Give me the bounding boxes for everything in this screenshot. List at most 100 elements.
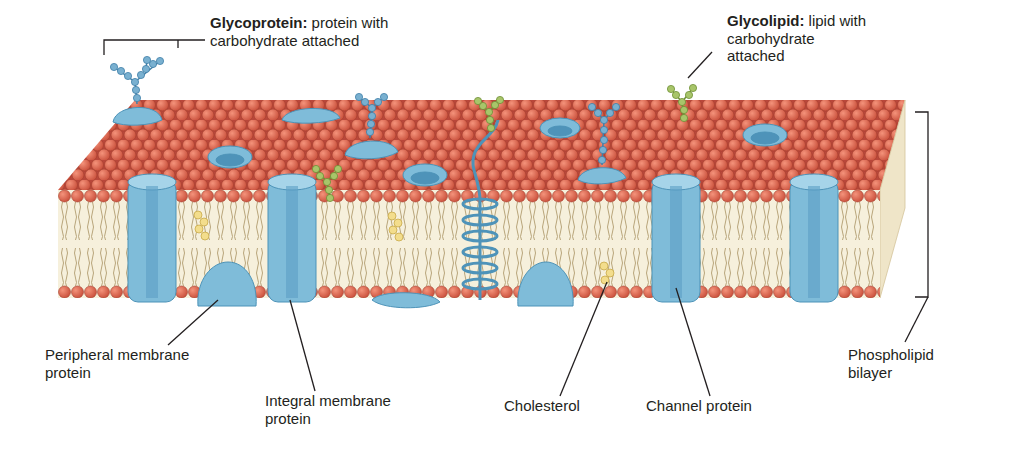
leader-line: [676, 288, 710, 396]
carbohydrate-chain: [599, 146, 606, 153]
glycolipid-chain: [678, 98, 685, 105]
glycolipid-chain: [485, 108, 492, 115]
bilayer-bracket: [915, 112, 928, 297]
carbohydrate-chain: [380, 93, 387, 100]
carbohydrate-chain: [355, 93, 362, 100]
channel-protein-shape: [128, 180, 176, 302]
surface-protein: [743, 124, 787, 146]
peripheral-protein-shape: [372, 293, 440, 308]
helix-protein: [463, 215, 497, 225]
glycolipid-chain: [325, 186, 332, 193]
peripheral-protein-shape: [198, 262, 256, 306]
callout-group: Cholesterol: [504, 397, 624, 415]
glycolipid-chain: [330, 172, 337, 179]
leader-line: [688, 52, 712, 78]
carbohydrate-chain: [137, 71, 144, 78]
glycolipid-chain: [312, 84, 696, 201]
cholesterol-molecule: [606, 269, 614, 277]
surface-protein: [540, 118, 580, 138]
callout-term: Glycolipid:: [727, 12, 805, 29]
cholesterol-molecule: [601, 276, 609, 284]
bilayer-front-face: [58, 190, 880, 298]
helix-protein: [463, 263, 497, 273]
glycolipid-chain: [474, 97, 481, 104]
cholesterol-molecule: [194, 211, 202, 219]
glycolipid-chain: [312, 84, 696, 201]
cholesterol-molecule: [394, 219, 402, 227]
carbohydrate-chain: [366, 128, 373, 135]
helix-protein: [463, 120, 498, 300]
bilayer-side-face: [880, 100, 905, 298]
cholesterol-molecule: [194, 211, 614, 284]
glycolipid-chain: [672, 91, 679, 98]
helix-protein: [463, 247, 497, 257]
carbohydrate-chain: [110, 56, 619, 163]
carbohydrate-chain: [600, 126, 607, 133]
carbohydrate-chain: [367, 120, 374, 127]
channel-protein-shape: [652, 180, 700, 302]
helix-protein: [463, 231, 497, 241]
carbohydrate-chain: [132, 86, 139, 93]
glycolipid-chain: [334, 165, 341, 172]
carbohydrate-chain: [594, 109, 601, 116]
helix-protein: [473, 120, 498, 198]
cholesterol-molecule: [200, 218, 208, 226]
surface-protein: [578, 168, 626, 184]
carbohydrate-chain: [133, 94, 140, 101]
cholesterol-molecule: [600, 262, 608, 270]
helix-protein: [463, 199, 497, 209]
callout-group: Integral membrane protein: [265, 392, 440, 427]
callout-group: Channel protein: [646, 397, 786, 415]
cholesterol-molecule: [195, 225, 203, 233]
channel-protein-shape: [286, 186, 298, 298]
callout-label: Phospholipid bilayer: [848, 346, 934, 381]
carbohydrate-chain: [110, 56, 619, 165]
carbohydrate-chain: [117, 67, 124, 74]
carbohydrate-chain: [374, 98, 381, 105]
cholesterol-molecule: [395, 233, 403, 241]
callout-group: Glycoprotein:protein with carbohydrate a…: [210, 14, 432, 49]
glycolipid-chain: [685, 91, 692, 98]
carbohydrate-chain: [156, 57, 163, 64]
cholesterol-molecule: [201, 232, 209, 240]
peripheral-protein-shape: [198, 262, 573, 308]
glycolipid-chain: [486, 116, 493, 123]
glycolipid-chain: [496, 96, 503, 103]
surface-protein: [751, 132, 779, 144]
callout-label: Cholesterol: [504, 397, 580, 414]
leader-line: [560, 282, 607, 396]
carbohydrate-chain: [606, 109, 613, 116]
callout-group: Peripheral membrane protein: [45, 346, 215, 381]
glycolipid-chain: [316, 88, 693, 198]
bilayer-top-surface: [58, 100, 905, 190]
cholesterol-molecule: [388, 212, 396, 220]
carbohydrate-chain: [135, 61, 160, 82]
helix-protein: [479, 198, 482, 300]
callout-label: Integral membrane protein: [265, 392, 391, 427]
glycolipid-chain: [689, 84, 696, 91]
glycolipid-chain: [680, 106, 687, 113]
carbohydrate-chain: [600, 136, 607, 143]
channel-protein-shape: [790, 180, 838, 302]
cholesterol-molecule: [389, 226, 397, 234]
carbohydrate-chain: [361, 98, 368, 105]
carbohydrate-chain: [588, 103, 595, 110]
channel-protein-shape: [268, 180, 316, 302]
surface-protein: [282, 108, 340, 123]
glycolipid-chain: [316, 172, 323, 179]
carbohydrate-chain: [110, 63, 117, 70]
leader-line: [168, 300, 218, 345]
leader-line: [104, 40, 928, 396]
peripheral-protein-shape: [518, 262, 573, 306]
channel-protein-shape: [808, 186, 820, 298]
leader-line: [905, 297, 928, 342]
carbohydrate-chain: [114, 60, 616, 165]
glycolipid-chain: [680, 114, 687, 121]
carbohydrate-chain: [124, 72, 131, 79]
surface-protein: [216, 154, 244, 166]
carbohydrate-chain: [612, 103, 619, 110]
glycolipid-chain: [487, 124, 494, 131]
